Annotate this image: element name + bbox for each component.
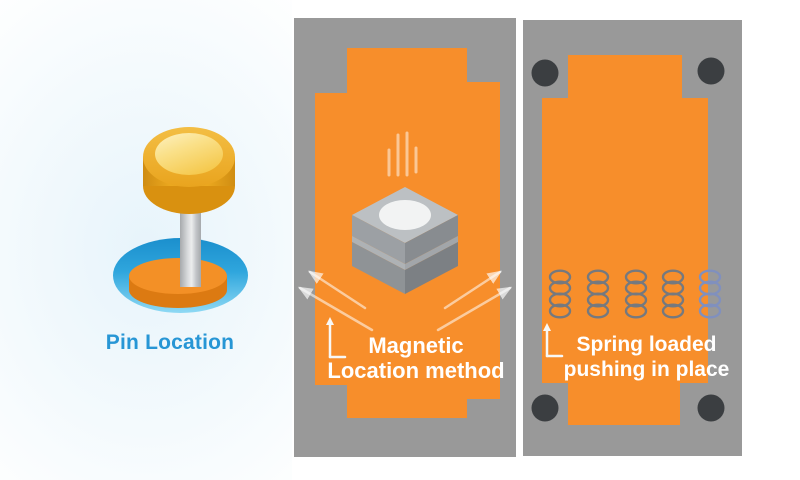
magnetic-label-line1: Magnetic: [368, 333, 464, 358]
pin-label: Pin Location: [105, 331, 235, 354]
spring-coil-icon: [698, 269, 722, 319]
spring-coil-icon: [661, 269, 685, 319]
pin-icon: [113, 127, 248, 313]
corner-screw-icon: [697, 57, 725, 85]
pin-base-disc: [129, 258, 227, 308]
corner-screw-icon: [531, 59, 559, 87]
spring-label-line2: pushing in place: [563, 358, 730, 381]
panel-spring-loaded: Spring loaded pushing in place: [523, 20, 742, 456]
corner-screw-icon: [531, 394, 559, 422]
magnet-block-icon: [352, 187, 458, 294]
spring-panel-graphic: [531, 55, 725, 425]
spring-coil-icon: [624, 269, 648, 319]
spring-coil-icon: [586, 269, 610, 319]
panel-magnetic-location: Magnetic Location method: [294, 18, 516, 457]
pin-shaft: [180, 205, 201, 287]
spring-label: Spring loaded pushing in place: [553, 332, 740, 382]
fixture-plate-shape: [542, 55, 708, 425]
pin-head: [143, 127, 235, 214]
magnetic-label-line2: Location method: [327, 358, 505, 383]
magnetic-label: Magnetic Location method: [318, 333, 514, 383]
corner-screw-icon: [697, 394, 725, 422]
force-arrows-icon: [297, 270, 513, 332]
axis-origin-icon: [543, 323, 564, 358]
magnetic-panel-graphic: [297, 48, 513, 418]
corner-screws: [531, 57, 725, 422]
spring-label-line1: Spring loaded: [576, 333, 717, 356]
spring-row: [548, 269, 722, 319]
magnetic-field-lines-icon: [387, 131, 418, 177]
spring-coil-icon: [548, 269, 572, 319]
axis-origin-icon: [326, 317, 347, 359]
panel-pin-location: Pin Location: [0, 0, 292, 480]
